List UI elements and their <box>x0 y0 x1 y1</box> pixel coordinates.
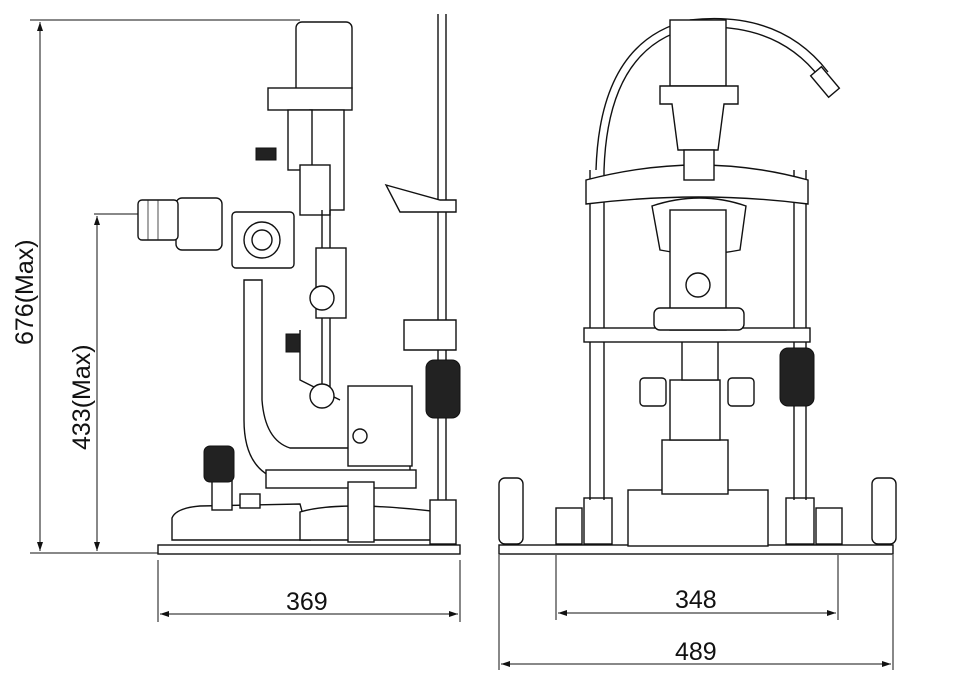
left-pole-base <box>583 497 613 545</box>
lamp-head-front <box>669 19 727 87</box>
chinrest-handle <box>425 359 461 419</box>
lamp-housing-front <box>659 85 739 151</box>
side-slider <box>265 469 417 489</box>
microscope-body <box>231 211 295 269</box>
right-pole-base <box>785 497 815 545</box>
joystick-block <box>661 439 729 495</box>
side-base-plate <box>157 544 461 555</box>
lamp-cap <box>267 87 353 111</box>
joystick-shaft <box>211 479 233 511</box>
front-inner-width-label: 348 <box>675 586 717 614</box>
right-handle <box>871 477 897 545</box>
column <box>669 379 721 441</box>
headrest-bar <box>585 164 809 205</box>
eyepiece-height-label: 433(Max) <box>68 344 96 450</box>
front-view-drawing <box>498 17 897 555</box>
chinrest-knob <box>347 481 375 543</box>
slit-knob <box>255 147 277 161</box>
mirror-knob <box>309 383 335 409</box>
right-foot <box>815 507 843 545</box>
side-view-drawing <box>137 14 461 555</box>
side-depth-label: 369 <box>286 588 328 616</box>
dimension-total-height: 676(Max) <box>11 19 300 554</box>
left-knob <box>639 377 667 407</box>
right-knob <box>727 377 755 407</box>
lamp-head <box>295 21 353 95</box>
left-foot <box>555 507 583 545</box>
dimension-front-total-width: 489 <box>498 555 894 670</box>
dimension-side-depth: 369 <box>157 560 461 622</box>
total-height-label: 676(Max) <box>11 239 39 345</box>
front-total-width-label: 489 <box>675 638 717 666</box>
side-base-housing <box>171 503 311 541</box>
illumination-housing <box>347 385 413 467</box>
joystick-grip <box>203 445 235 483</box>
eyepiece-housing <box>175 197 223 251</box>
dimension-eyepiece-height: 433(Max) <box>68 213 140 551</box>
side-knob-base <box>239 493 261 509</box>
pole-base <box>429 499 457 545</box>
forehead-rest <box>384 183 457 213</box>
cable-plug <box>809 65 841 99</box>
front-chinrest-handle <box>779 347 815 407</box>
chin-cup-front <box>653 307 745 331</box>
dimension-front-inner-width: 348 <box>555 555 839 620</box>
chin-cup <box>403 319 457 351</box>
left-handle <box>498 477 524 545</box>
front-base-housing <box>627 489 769 547</box>
